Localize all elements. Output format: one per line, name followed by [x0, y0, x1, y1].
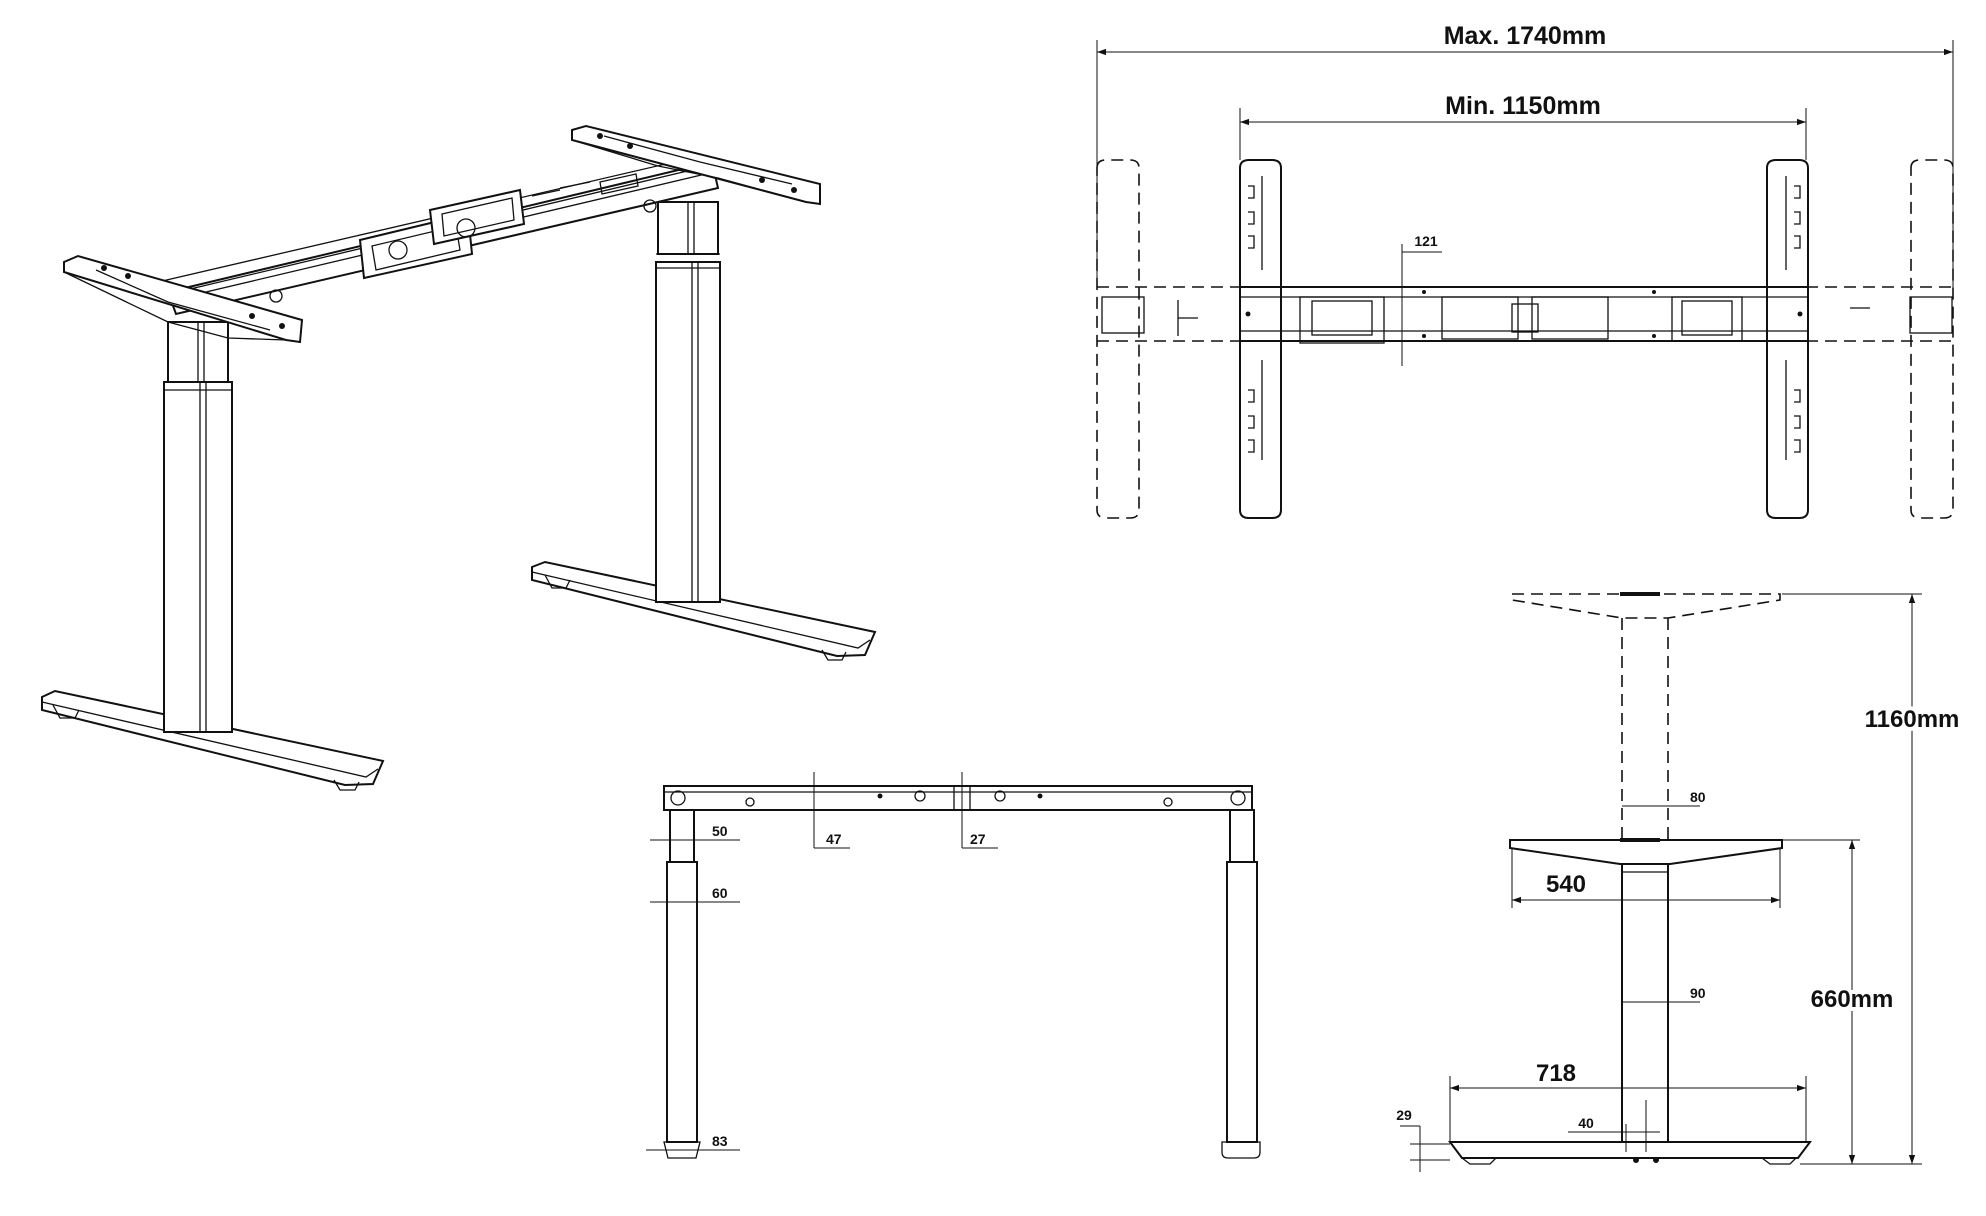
max-height-label: 1160mm	[1865, 706, 1960, 733]
crossbar-section-2-dimension: 27	[961, 772, 998, 849]
max-width-label: Max. 1740mm	[1444, 22, 1607, 50]
upper-column-width-dimension: 80	[1622, 789, 1706, 807]
isometric-frame-view	[41, 124, 877, 791]
column-stage-1-dimension: 50	[650, 823, 740, 841]
iso-crossbar	[156, 155, 720, 316]
iso-left-top-bracket	[63, 254, 304, 344]
upper-column-width-label: 80	[1690, 789, 1706, 805]
top-view: Max. 1740mm Min. 1150mm	[1096, 22, 1954, 519]
column-stage-2-label: 60	[712, 885, 728, 901]
min-height-label: 660mm	[1811, 986, 1894, 1013]
crossbar-section-1-dimension: 47	[813, 772, 850, 849]
right-foot-top	[1766, 159, 1809, 519]
iso-left-foot	[41, 689, 385, 791]
side-foot	[1448, 1141, 1812, 1159]
beam-offset-label: 121	[1414, 233, 1438, 249]
top-bracket	[1509, 839, 1783, 865]
foot-width-dimension: 40	[1568, 1100, 1660, 1152]
lower-column-width-dimension: 90	[1622, 985, 1706, 1003]
min-width-label: Min. 1150mm	[1445, 92, 1601, 120]
max-width-dimension: Max. 1740mm	[1096, 22, 1954, 290]
foot-length-label: 718	[1536, 1060, 1576, 1087]
top-bracket-width-label: 540	[1546, 871, 1586, 898]
column-stage-1-label: 50	[712, 823, 728, 839]
min-height-dimension: 660mm	[1782, 839, 1897, 1164]
foot-height-label: 29	[1396, 1107, 1412, 1123]
crossbar-top-view	[1239, 286, 1809, 344]
iso-right-top-bracket	[571, 124, 821, 206]
front-left-leg	[663, 809, 701, 1159]
front-view: 50 60 47 27 83	[646, 772, 1261, 1159]
left-foot-top	[1239, 159, 1282, 519]
leveler-width-dimension: 83	[646, 1133, 740, 1151]
side-column	[1621, 863, 1669, 1145]
crossbar-section-1-label: 47	[826, 831, 842, 847]
extended-left-foot	[1096, 159, 1140, 519]
foot-length-dimension: 718	[1449, 1060, 1807, 1142]
top-bracket-width-dimension: 540	[1511, 848, 1781, 908]
crossbar-section-2-label: 27	[970, 831, 986, 847]
iso-right-foot	[531, 560, 877, 661]
max-height-dimension: 1160mm	[1782, 593, 1963, 1165]
beam-offset-dimension: 121	[1401, 233, 1442, 366]
min-width-dimension: Min. 1150mm	[1239, 92, 1807, 160]
leveler-width-label: 83	[712, 1133, 728, 1149]
extended-right-foot	[1910, 159, 1954, 519]
side-view: 1160mm 660mm 540 718 80 90	[1396, 592, 1963, 1172]
lower-column-width-label: 90	[1690, 985, 1706, 1001]
iso-left-column	[163, 321, 233, 733]
foot-height-dimension: 29	[1396, 1107, 1450, 1172]
extended-top-bracket	[1511, 593, 1781, 619]
foot-width-label: 40	[1578, 1115, 1594, 1131]
front-right-leg	[1221, 809, 1261, 1159]
column-stage-2-dimension: 60	[650, 885, 740, 903]
iso-right-column	[655, 201, 721, 603]
